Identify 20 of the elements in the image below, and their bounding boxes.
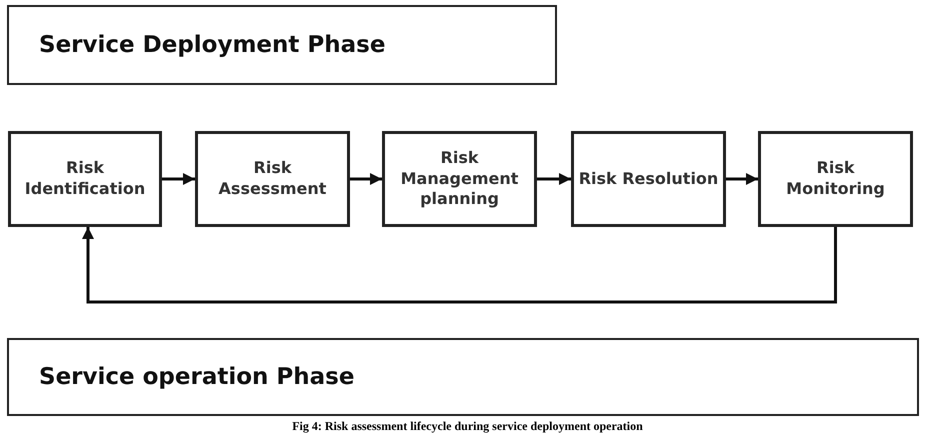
phase-box — [7, 5, 557, 85]
phase-box — [7, 338, 919, 416]
step-label: Risk Resolution — [578, 168, 718, 190]
figure-caption: Fig 4: Risk assessment lifecycle during service deployment operation — [291, 419, 644, 434]
arrow — [350, 173, 382, 185]
process-box — [8, 131, 162, 227]
arrow — [726, 173, 758, 185]
process-box — [382, 131, 537, 227]
step-label: Risk Assessment — [218, 158, 328, 200]
process-box — [571, 131, 726, 227]
process-box — [758, 131, 913, 227]
phase-title: Service operation Phase — [39, 364, 354, 390]
arrow — [82, 227, 837, 304]
arrow — [162, 173, 195, 185]
phase-title: Service Deployment Phase — [39, 32, 386, 58]
step-label: Risk Identification — [24, 158, 146, 200]
process-box — [195, 131, 350, 227]
step-label: Risk Management planning — [400, 148, 520, 210]
step-label: Risk Monitoring — [785, 158, 886, 200]
arrow — [537, 173, 571, 185]
